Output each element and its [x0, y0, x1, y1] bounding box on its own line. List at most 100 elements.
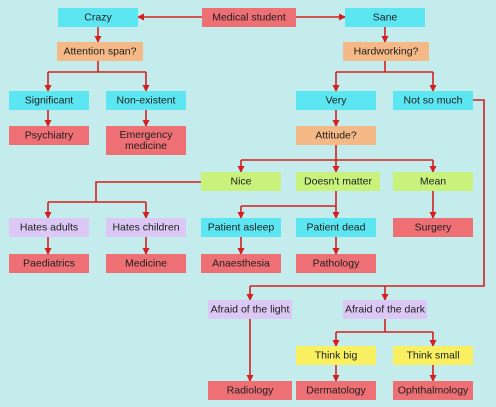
node-box [106, 218, 186, 237]
node-label: Crazy [84, 12, 112, 24]
node-box [296, 254, 376, 273]
node-label: Pathology [313, 258, 360, 270]
node-box [296, 218, 376, 237]
node-surgery: Surgery [393, 218, 473, 237]
node-afraid-of-the-dark: Afraid of the dark [343, 300, 427, 319]
connector-lines [44, 13, 485, 382]
node-box [201, 172, 281, 191]
node-box [58, 8, 138, 27]
node-label: Patient asleep [208, 222, 275, 234]
node-label: Think small [406, 350, 459, 362]
node-box [9, 218, 89, 237]
node-box [201, 218, 281, 237]
node-label: Surgery [415, 222, 453, 234]
node-label: Medical student [212, 12, 286, 24]
node-label: Radiology [227, 385, 274, 397]
node-label: Hardworking? [354, 46, 419, 58]
node-box [393, 91, 473, 110]
node-box [343, 300, 427, 319]
node-think-small: Think small [393, 346, 473, 365]
node-box [208, 300, 292, 319]
node-not-so-much: Not so much [393, 91, 473, 110]
node-label: Significant [25, 95, 74, 107]
node-box [393, 172, 473, 191]
node-box [296, 91, 376, 110]
node-ophthalmology: Ophthalmology [393, 381, 473, 400]
node-box [393, 218, 473, 237]
node-label: Hates children [112, 222, 179, 234]
node-box [343, 42, 429, 61]
node-label: Medicine [125, 258, 167, 270]
node-box [9, 126, 89, 145]
node-label: Non-existent [117, 95, 176, 107]
node-medical-student: Medical student [202, 8, 296, 27]
node-label: Nice [230, 176, 251, 188]
node-sane: Sane [345, 8, 425, 27]
node-doesnt-matter: Doesn't matter [296, 172, 380, 191]
node-label: Think big [315, 350, 358, 362]
node-hardworking: Hardworking? [343, 42, 429, 61]
node-label: Attitude? [315, 130, 357, 142]
node-box [296, 172, 380, 191]
node-afraid-of-the-light: Afraid of the light [208, 300, 292, 319]
node-pathology: Pathology [296, 254, 376, 273]
node-label: Paediatrics [23, 258, 75, 270]
node-hates-children: Hates children [106, 218, 186, 237]
node-label: Afraid of the dark [345, 304, 426, 316]
node-non-existent: Non-existent [106, 91, 186, 110]
node-box [9, 254, 89, 273]
node-box [57, 42, 143, 61]
edge-notsomuch-loop [250, 99, 485, 287]
node-label: Dermatology [306, 385, 366, 397]
node-label: Anaesthesia [212, 258, 270, 270]
node-box [106, 91, 186, 110]
node-box [393, 346, 473, 365]
node-think-big: Think big [296, 346, 376, 365]
node-label: Sane [373, 12, 398, 24]
node-box [296, 381, 376, 400]
node-patient-dead: Patient dead [296, 218, 376, 237]
node-attitude: Attitude? [296, 126, 376, 145]
node-mean: Mean [393, 172, 473, 191]
node-label: Afraid of the light [211, 304, 290, 316]
node-box [106, 126, 186, 155]
node-crazy: Crazy [58, 8, 138, 27]
node-label: Hates adults [20, 222, 78, 234]
node-box [345, 8, 425, 27]
node-label: Not so much [404, 95, 463, 107]
node-anaesthesia: Anaesthesia [201, 254, 281, 273]
node-label: Attention span? [64, 46, 137, 58]
node-label: Ophthalmology [398, 385, 469, 397]
edge-nice-left [95, 181, 201, 202]
node-box [296, 126, 376, 145]
node-box [9, 91, 89, 110]
node-label: Patient dead [307, 222, 366, 234]
node-box [296, 346, 376, 365]
node-significant: Significant [9, 91, 89, 110]
node-paediatrics: Paediatrics [9, 254, 89, 273]
node-label: Emergency [119, 129, 173, 141]
node-medicine: Medicine [106, 254, 186, 273]
node-label: Mean [420, 176, 446, 188]
node-box [106, 254, 186, 273]
node-psychiatry: Psychiatry [9, 126, 89, 145]
node-label: Very [325, 95, 347, 107]
node-box [208, 381, 292, 400]
node-label: Doesn't matter [304, 176, 372, 188]
node-hates-adults: Hates adults [9, 218, 89, 237]
node-attention-span: Attention span? [57, 42, 143, 61]
node-label: medicine [125, 140, 167, 152]
node-very: Very [296, 91, 376, 110]
node-nice: Nice [201, 172, 281, 191]
node-label: Psychiatry [25, 130, 74, 142]
node-patient-asleep: Patient asleep [201, 218, 281, 237]
node-box [393, 381, 473, 400]
node-box [201, 254, 281, 273]
node-box [202, 8, 296, 27]
node-radiology: Radiology [208, 381, 292, 400]
node-dermatology: Dermatology [296, 381, 376, 400]
